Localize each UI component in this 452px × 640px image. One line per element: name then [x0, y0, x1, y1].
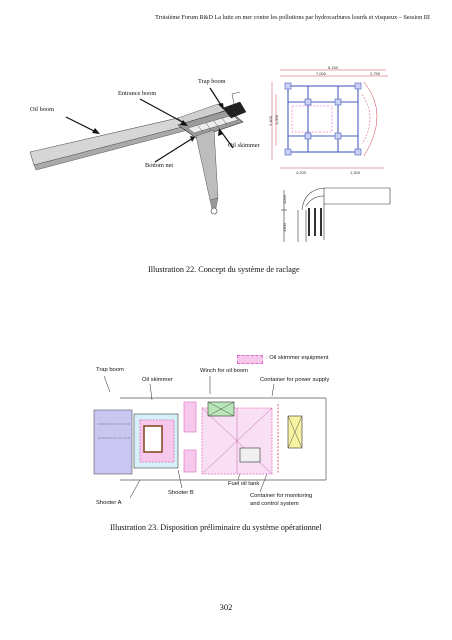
layout-label-fuel-tank: Fuel oil tank	[228, 481, 260, 487]
side-view-drawing: 1000 1300	[278, 180, 394, 246]
label-entrance-boom: Entrance boom	[118, 90, 157, 97]
dim-side-a: 1000	[282, 194, 287, 204]
layout-legend-text: : Oil skimmer equipment	[266, 355, 329, 361]
dim-left-inner: 1,000	[274, 114, 279, 125]
label-bottom-net: Bottom net	[145, 162, 174, 169]
dim-side-b: 1300	[282, 222, 287, 232]
layout-label-container-power: Container for power supply	[260, 377, 330, 383]
dim-top-side: 2,750	[370, 71, 381, 76]
plan-view-drawing: 8,150 7,000 2,750 2,400 1,000 4,200 1,30…	[266, 64, 396, 176]
dim-top-inner: 7,000	[316, 71, 327, 76]
layout-label-shooter-b: Shooter B	[168, 490, 194, 496]
label-oil-boom: Oil boom	[30, 106, 54, 113]
layout-label-container-monitoring-2: and control system	[250, 501, 299, 507]
layout-label-oil-skimmer: Oil skimmer	[142, 377, 173, 383]
page-header: Troisième Forum R&D La lutte en mer cont…	[155, 14, 430, 21]
boom-drawing	[29, 87, 247, 215]
label-trap-boom: Trap boom	[198, 78, 226, 85]
dim-left-total: 2,400	[268, 115, 273, 126]
label-oil-skimmer: Oil skimmer	[228, 142, 260, 149]
layout-label-winch: Winch for oil boom	[200, 368, 249, 374]
dim-bottom-a: 4,200	[296, 170, 307, 175]
operational-layout-diagram	[90, 370, 330, 505]
page-number: 302	[219, 602, 233, 612]
dim-bottom-b: 1,300	[350, 170, 361, 175]
dim-top-total: 8,150	[328, 65, 339, 70]
layout-label-container-monitoring-1: Container for monitoring	[250, 493, 313, 499]
boom-illustration	[28, 70, 278, 230]
layout-legend-swatch	[237, 355, 263, 364]
figure22-caption: Illustration 22. Concept du système de r…	[148, 265, 300, 274]
layout-label-shooter-a: Shooter A	[96, 500, 122, 506]
layout-label-trap-boom: Trap boom	[96, 367, 124, 373]
figure23-caption: Illustration 23. Disposition préliminair…	[110, 523, 322, 532]
